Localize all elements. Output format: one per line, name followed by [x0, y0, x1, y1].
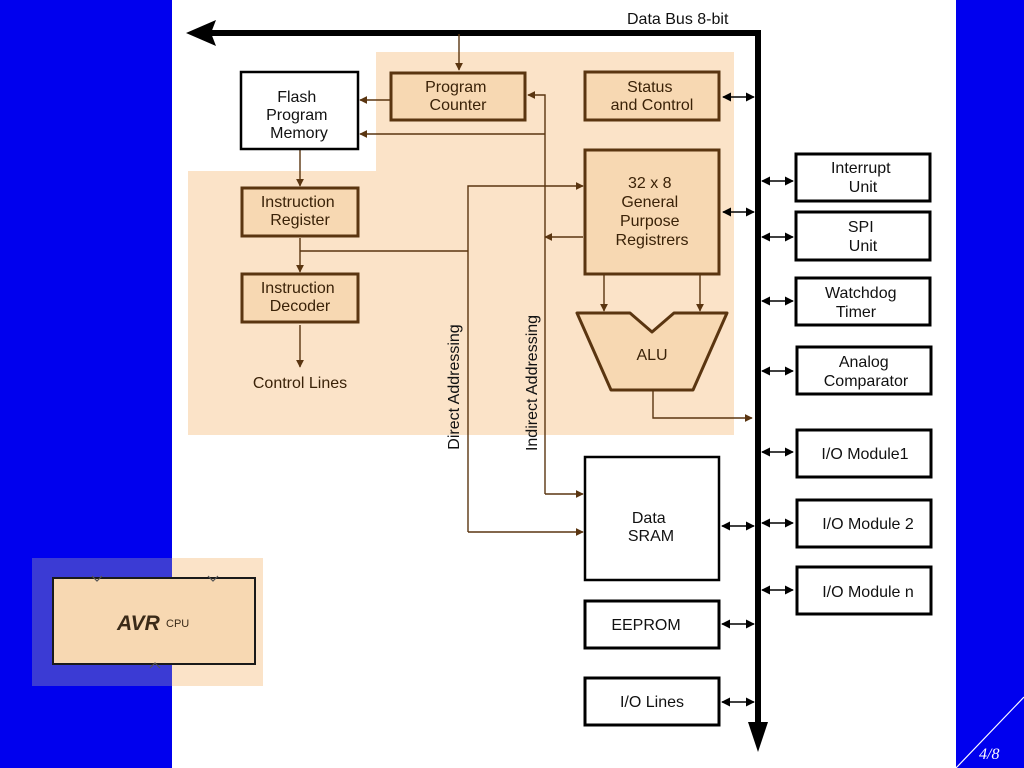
svg-text:I/O Module n: I/O Module n — [822, 584, 914, 601]
analog-comparator-block: Analog Comparator — [795, 345, 933, 396]
watchdog-timer-block: Watchdog Timer — [794, 276, 932, 327]
general-purpose-registers-block: 32 x 8 General Purpose Registrers — [583, 148, 721, 276]
avr-cpu-inset: AVR CPU — [32, 558, 263, 686]
svg-text:I/O Module1: I/O Module1 — [821, 446, 908, 463]
svg-text:32 x 8 General Pur: 32 x 8 General Purpose Registrers — [616, 175, 689, 249]
svg-text:Watchdog Timer: Watchdog Timer — [825, 285, 901, 321]
slide-page-number: 4/8 — [955, 696, 1024, 768]
svg-text:4/8: 4/8 — [979, 746, 999, 763]
svg-text:Instruction Register: Instruction Register — [261, 194, 339, 229]
io-module-n-block: I/O Module n — [795, 565, 933, 616]
indirect-addressing-label: Indirect Addressing — [524, 315, 541, 451]
data-bus-label: Data Bus 8-bit — [627, 11, 729, 28]
svg-text:I/O Module 2: I/O Module 2 — [822, 516, 914, 533]
svg-text:ALU: ALU — [636, 347, 667, 364]
svg-text:Interrupt Unit: Interrupt Unit — [831, 160, 895, 196]
svg-text:Data SRAM: Data SRAM — [628, 510, 674, 545]
data-bus — [186, 20, 768, 752]
data-sram-block: Data SRAM — [583, 455, 721, 582]
svg-text:Analog Comparator: Analog Comparator — [824, 354, 909, 390]
instruction-register-block: Instruction Register — [240, 186, 360, 238]
svg-text:EEPROM: EEPROM — [611, 617, 680, 634]
avr-logo: AVR — [116, 612, 161, 635]
svg-text:Instruction Decoder: Instruction Decoder — [261, 280, 339, 315]
svg-text:SPI Unit: SPI Unit — [848, 219, 878, 255]
svg-text:Program Counter: Program Counter — [425, 79, 491, 114]
svg-text:I/O Lines: I/O Lines — [620, 694, 684, 711]
eeprom-block: EEPROM — [583, 599, 721, 650]
avr-cpu-label: CPU — [166, 618, 189, 630]
interrupt-unit-block: Interrupt Unit — [794, 152, 932, 203]
io-lines-block: I/O Lines — [583, 676, 721, 727]
spi-unit-block: SPI Unit — [794, 210, 932, 262]
bus-connections — [721, 92, 794, 707]
io-module-2-block: I/O Module 2 — [795, 498, 933, 549]
core-wiring — [296, 34, 753, 536]
direct-addressing-label: Direct Addressing — [446, 324, 463, 449]
svg-text:Status and Control: Status and Control — [611, 79, 694, 114]
flash-program-memory-block: Flash Program Memory — [239, 70, 360, 151]
io-module-1-block: I/O Module1 — [795, 428, 933, 479]
program-counter-block: Program Counter — [389, 71, 527, 122]
control-lines-label: Control Lines — [253, 375, 347, 392]
status-and-control-block: Status and Control — [583, 70, 721, 122]
svg-text:Flash Program Memo: Flash Program Memory — [266, 89, 332, 142]
alu-block: ALU — [575, 311, 729, 392]
instruction-decoder-block: Instruction Decoder — [240, 272, 360, 324]
